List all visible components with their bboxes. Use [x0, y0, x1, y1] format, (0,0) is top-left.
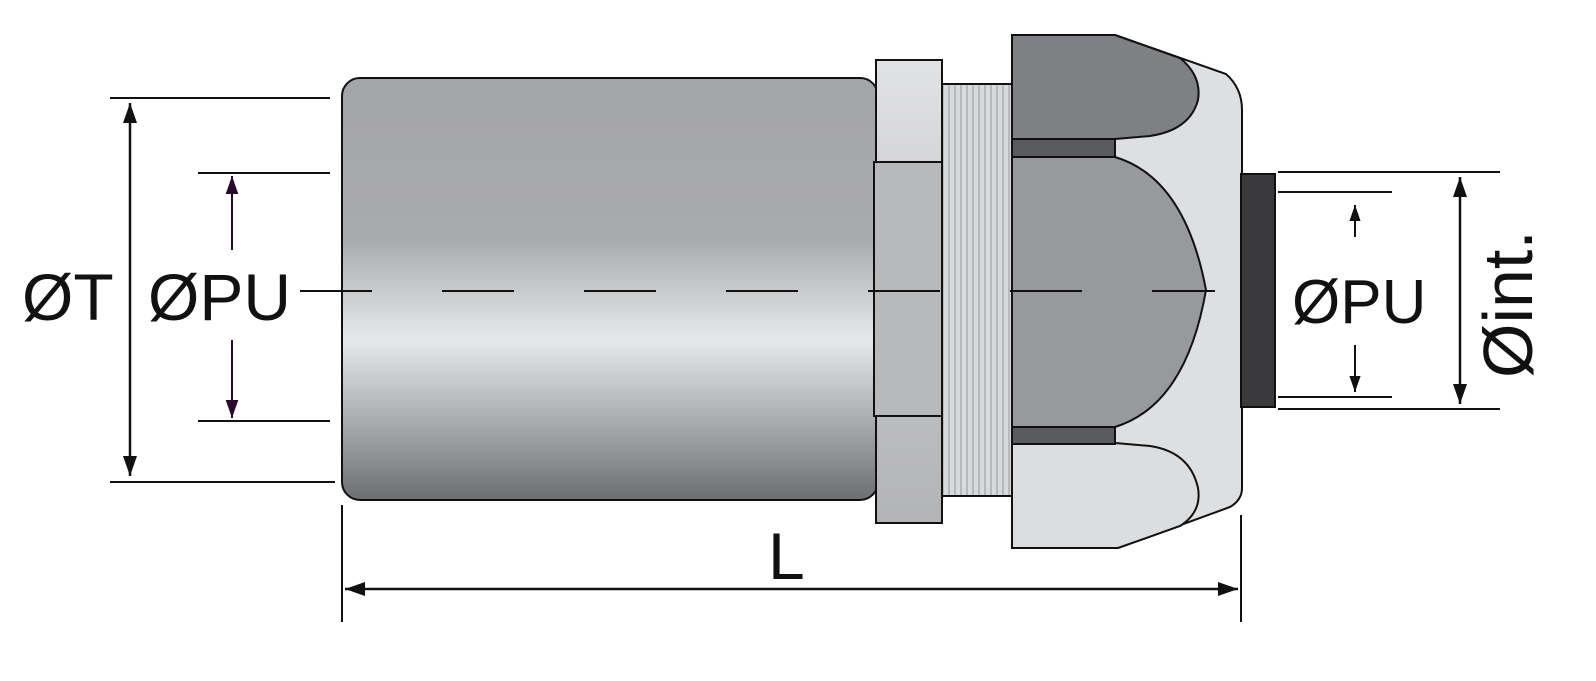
- threaded-section: [941, 83, 1015, 497]
- upper-clamp-band: [1011, 138, 1116, 158]
- right-inner-diameter-label: ØPU: [1292, 268, 1426, 337]
- extension-lines: [110, 97, 1500, 622]
- seal-ring: [1240, 173, 1276, 408]
- length-label: L: [768, 519, 805, 593]
- upper-clamp-jaw: [1011, 34, 1200, 140]
- lower-clamp-jaw: [1011, 442, 1200, 549]
- outer-diameter-label: ØT: [22, 260, 114, 334]
- internal-diameter-label: Øint.: [1469, 230, 1547, 378]
- left-inner-diameter-label: ØPU: [148, 260, 291, 334]
- tube-body: [341, 77, 879, 501]
- lower-clamp-band: [1011, 426, 1116, 445]
